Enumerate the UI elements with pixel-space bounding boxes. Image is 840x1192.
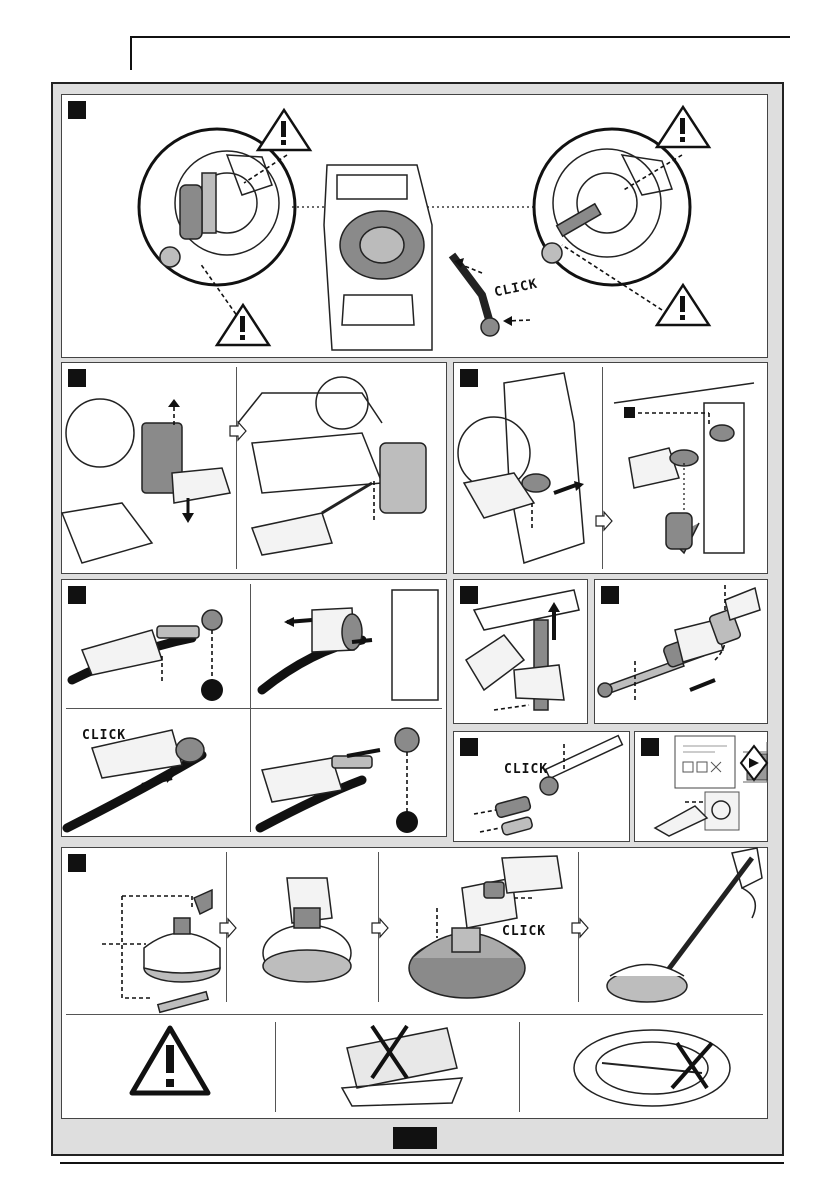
panel-hose-holder <box>61 362 447 574</box>
plug-symbol-icon <box>741 746 767 780</box>
panel-hose-connection: CLICK <box>61 579 447 837</box>
page-number-tab <box>393 1127 437 1149</box>
warning-triangle-icon <box>657 107 709 147</box>
panel-patio-cleaner: CLICK <box>61 847 768 1119</box>
warning-triangle-icon <box>132 1028 208 1093</box>
lance-assembly-illustration <box>595 580 767 723</box>
arrow-right-outline-icon <box>594 511 614 531</box>
warning-triangle-icon <box>657 285 709 325</box>
patio-cleaner-illustration <box>62 848 767 1118</box>
arrow-right-outline-icon <box>370 918 390 938</box>
small-step-marker <box>624 407 635 418</box>
hose-reel-illustration <box>62 95 767 357</box>
arrow-right-outline-icon <box>218 918 238 938</box>
panel-inlet-adapter <box>453 362 768 574</box>
panel-gun-lance <box>453 579 588 724</box>
header-rule <box>130 36 790 38</box>
click-label: CLICK <box>502 924 546 939</box>
nozzle-illustration <box>454 732 629 841</box>
panel-nozzle-click: CLICK <box>453 731 630 842</box>
click-label: CLICK <box>82 728 126 743</box>
header-rule-stem <box>130 36 132 70</box>
warning-triangle-icon <box>258 110 310 150</box>
footer-rule <box>60 1162 784 1164</box>
warning-triangle-icon <box>217 305 269 345</box>
panel-lance-assembly <box>594 579 768 724</box>
hose-holder-illustration <box>62 363 446 573</box>
inlet-adapter-illustration <box>454 363 767 573</box>
arrow-right-outline-icon <box>228 421 248 441</box>
arrow-right-outline-icon <box>570 918 590 938</box>
panel-power-plug <box>634 731 768 842</box>
click-label: CLICK <box>504 762 548 777</box>
hose-connection-illustration <box>62 580 446 836</box>
panel-hose-reel: CLICK <box>61 94 768 358</box>
gun-lance-illustration <box>454 580 587 723</box>
